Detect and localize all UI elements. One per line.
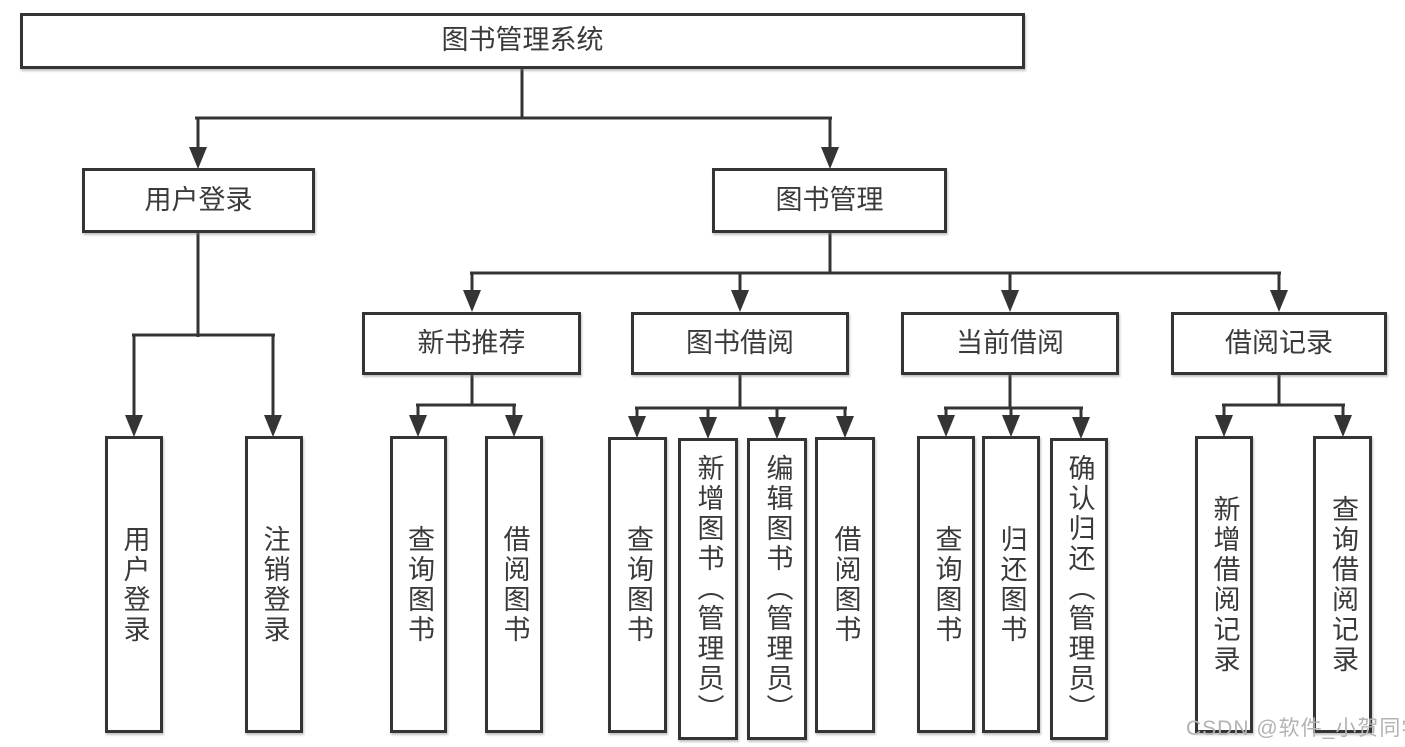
node-label: 图书管理系统: [441, 25, 604, 56]
node-label: 注销登录: [259, 524, 290, 645]
node-label: 借阅图书: [499, 524, 530, 645]
node-query-borrow-record: 查询借阅记录: [1313, 436, 1372, 733]
node-query-books-current: 查询图书: [917, 436, 975, 733]
node-label: 查询图书: [931, 524, 962, 645]
node-add-books-admin: 新增图书（管理员）: [678, 438, 738, 740]
node-current-borrowing: 当前借阅: [901, 312, 1119, 375]
node-logout-login: 注销登录: [245, 436, 303, 733]
node-add-borrow-record: 新增借阅记录: [1195, 436, 1253, 733]
node-query-books-borrowing: 查询图书: [608, 437, 667, 733]
node-library-management-system: 图书管理系统: [20, 13, 1025, 69]
node-borrowing-records: 借阅记录: [1171, 312, 1387, 375]
node-new-book-recommendation: 新书推荐: [362, 312, 581, 375]
csdn-watermark: CSDN @软件_小贺同学: [1186, 717, 1405, 740]
node-borrow-books-recommend: 借阅图书: [485, 436, 543, 733]
node-label: 新增借阅记录: [1209, 494, 1240, 675]
node-return-books: 归还图书: [982, 436, 1040, 733]
node-label: 借阅记录: [1225, 327, 1333, 358]
node-label: 查询借阅记录: [1328, 494, 1359, 675]
node-label: 用户登录: [144, 184, 253, 215]
node-label: 编辑图书（管理员）: [762, 454, 793, 724]
node-user-login: 用户登录: [82, 168, 315, 233]
node-borrow-books-borrowing: 借阅图书: [815, 437, 875, 733]
node-label: 新书推荐: [417, 327, 526, 358]
node-confirm-return-admin: 确认归还（管理员）: [1050, 438, 1108, 740]
node-label: 借阅图书: [830, 525, 861, 645]
node-query-books-recommend: 查询图书: [390, 436, 447, 733]
node-label: 当前借阅: [956, 327, 1064, 358]
node-label: 确认归还（管理员）: [1064, 454, 1095, 724]
node-edit-books-admin: 编辑图书（管理员）: [747, 438, 807, 740]
node-book-borrowing: 图书借阅: [631, 312, 849, 375]
node-label: 图书借阅: [686, 327, 794, 358]
node-label: 图书管理: [775, 184, 884, 215]
node-label: 用户登录: [119, 524, 150, 645]
node-book-management: 图书管理: [712, 168, 947, 233]
node-label: 查询图书: [623, 525, 654, 645]
node-user-login-leaf: 用户登录: [105, 436, 163, 733]
node-label: 新增图书（管理员）: [693, 454, 724, 724]
node-label: 归还图书: [996, 524, 1027, 645]
node-label: 查询图书: [404, 524, 435, 645]
